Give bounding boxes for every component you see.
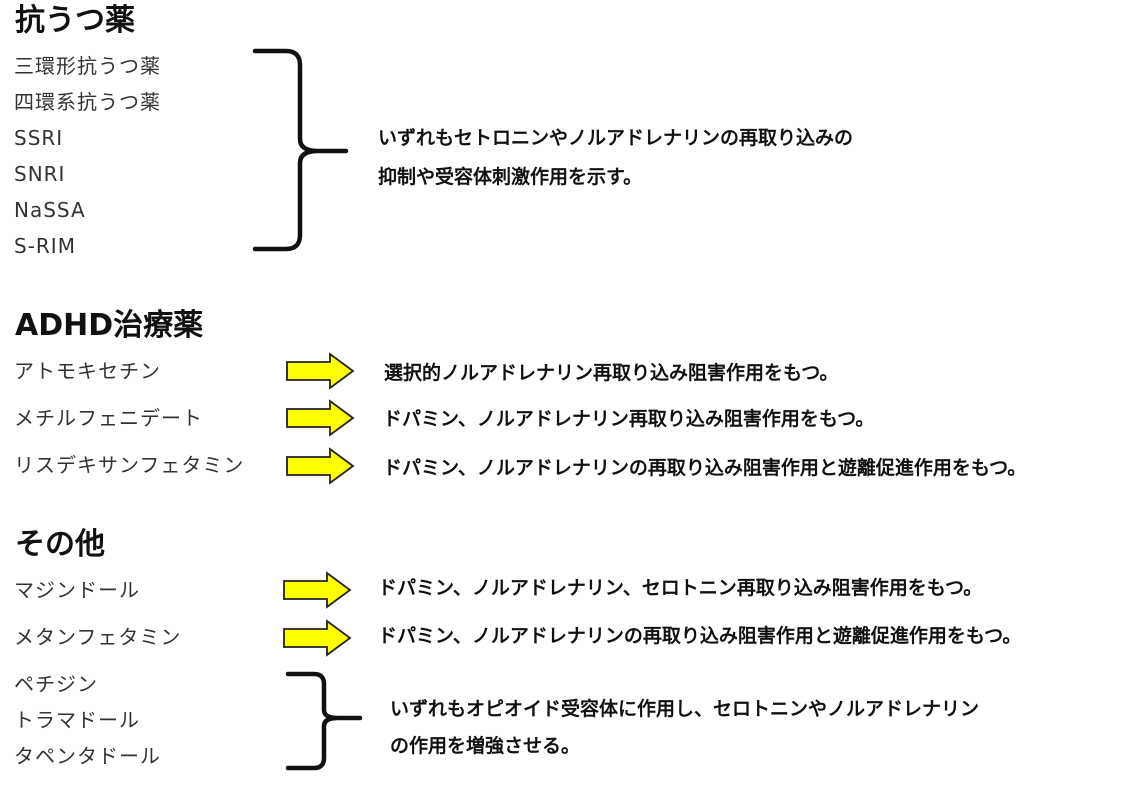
drug-methamphetamine: メタンフェタミン — [14, 625, 182, 649]
drug-nassa: NaSSA — [14, 198, 86, 222]
opioid-group-description-line2: の作用を増強させる。 — [390, 735, 581, 757]
mazindol-effect: ドパミン、ノルアドレナリン、セロトニン再取り込み阻害作用をもつ。 — [378, 577, 983, 599]
methamphetamine-effect: ドパミン、ノルアドレナリンの再取り込み阻害作用と遊離促進作用をもつ。 — [378, 625, 1022, 647]
drug-mazindol: マジンドール — [14, 578, 140, 602]
drug-pethidine: ペチジン — [14, 672, 98, 696]
drug-lisdexamfetamine: リスデキサンフェタミン — [14, 453, 245, 477]
right-brace-opioid-group — [285, 671, 363, 771]
methylphenidate-effect: ドパミン、ノルアドレナリン再取り込み阻害作用をもつ。 — [383, 408, 875, 430]
drug-ssri: SSRI — [14, 126, 64, 150]
arrow-right-icon — [286, 399, 355, 437]
heading-adhd: ADHD治療薬 — [15, 308, 204, 343]
heading-other: その他 — [15, 527, 105, 562]
atomoxetine-effect: 選択的ノルアドレナリン再取り込み阻害作用をもつ。 — [384, 362, 839, 384]
arrow-right-icon — [283, 571, 352, 609]
heading-antidepressants: 抗うつ薬 — [15, 3, 135, 38]
arrow-right-icon — [283, 619, 352, 657]
drug-tricyclic: 三環形抗うつ薬 — [14, 54, 161, 78]
drug-methylphenidate: メチルフェニデート — [14, 406, 203, 430]
right-brace-antidepressants — [252, 48, 349, 252]
arrow-right-icon — [286, 352, 355, 390]
antidepressants-description-line1: いずれもセトロニンやノルアドレナリンの再取り込みの — [378, 127, 854, 149]
drug-srim: S-RIM — [14, 234, 76, 258]
drug-tetracyclic: 四環系抗うつ薬 — [14, 90, 161, 114]
lisdexamfetamine-effect: ドパミン、ノルアドレナリンの再取り込み阻害作用と遊離促進作用をもつ。 — [383, 457, 1027, 479]
antidepressants-description-line2: 抑制や受容体刺激作用を示す。 — [378, 166, 643, 188]
arrow-right-icon — [286, 447, 355, 485]
drug-tramadol: トラマドール — [14, 708, 140, 732]
drug-tapentadol: タペンタドール — [14, 744, 161, 768]
drug-snri: SNRI — [14, 162, 66, 186]
drug-atomoxetine: アトモキセチン — [14, 359, 161, 383]
opioid-group-description-line1: いずれもオピオイド受容体に作用し、セロトニンやノルアドレナリン — [390, 698, 980, 720]
